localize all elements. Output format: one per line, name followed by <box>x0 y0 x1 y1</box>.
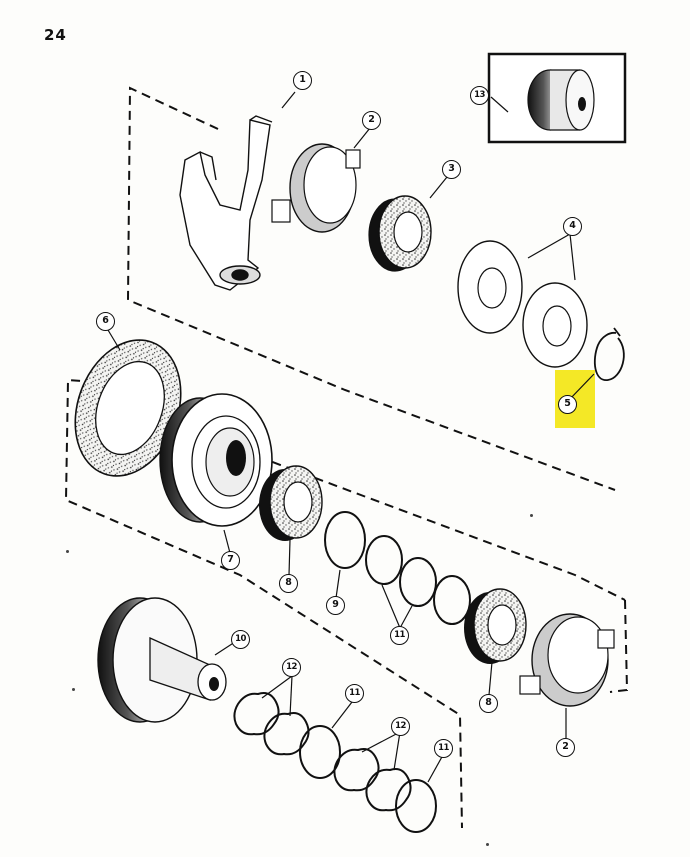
pulley-7 <box>159 393 273 527</box>
callout-12-a: 12 <box>282 658 301 677</box>
lower-group-boundary <box>64 378 463 829</box>
callout-4: 4 <box>563 217 582 236</box>
upper-group-boundary <box>126 86 616 491</box>
callout-10: 10 <box>231 630 250 649</box>
callout-5: 5 <box>558 395 577 414</box>
callout-13: 13 <box>470 86 489 105</box>
callout-7: 7 <box>221 551 240 570</box>
callout-8-right: 8 <box>479 694 498 713</box>
ring-11d <box>299 725 341 779</box>
callout-2-lower: 2 <box>556 738 575 757</box>
clamp-2-upper <box>271 143 361 233</box>
speck <box>486 843 489 846</box>
washer-4b <box>522 282 588 368</box>
wavy-ring-12a <box>233 692 280 736</box>
diag-boundary <box>159 419 626 601</box>
speck <box>530 514 533 517</box>
speck <box>66 550 69 553</box>
page-number: 24 <box>44 26 67 44</box>
bushing-13 <box>527 69 595 131</box>
wavy-ring-12c <box>333 748 380 792</box>
ring-11c <box>433 575 471 625</box>
callout-3: 3 <box>442 160 461 179</box>
callout-2-upper: 2 <box>362 111 381 130</box>
ring-11e <box>395 779 437 833</box>
speck <box>72 688 75 691</box>
callout-12-b: 12 <box>391 717 410 736</box>
bracket-1 <box>179 115 273 291</box>
snap-ring-5 <box>593 327 625 381</box>
hub-shaft-10 <box>97 597 227 723</box>
washer-4a <box>457 240 523 334</box>
callout-8-left: 8 <box>279 574 298 593</box>
bearing-8b <box>464 588 527 664</box>
wavy-ring-12d <box>365 768 412 812</box>
right-group-boundary <box>609 599 629 693</box>
callout-6: 6 <box>96 312 115 331</box>
ring-11a <box>365 535 403 585</box>
callout-1: 1 <box>293 71 312 90</box>
friction-disc-6 <box>74 339 182 477</box>
callout-11-b: 11 <box>345 684 364 703</box>
bearing-3 <box>368 195 432 272</box>
callout-11-a: 11 <box>390 626 409 645</box>
wavy-ring-12b <box>263 712 310 756</box>
callout-9: 9 <box>326 596 345 615</box>
ring-9 <box>324 511 366 569</box>
callout-11-c: 11 <box>434 739 453 758</box>
bearing-8a <box>259 465 323 541</box>
ring-11b <box>399 557 437 607</box>
clamp-2-lower <box>519 613 615 707</box>
